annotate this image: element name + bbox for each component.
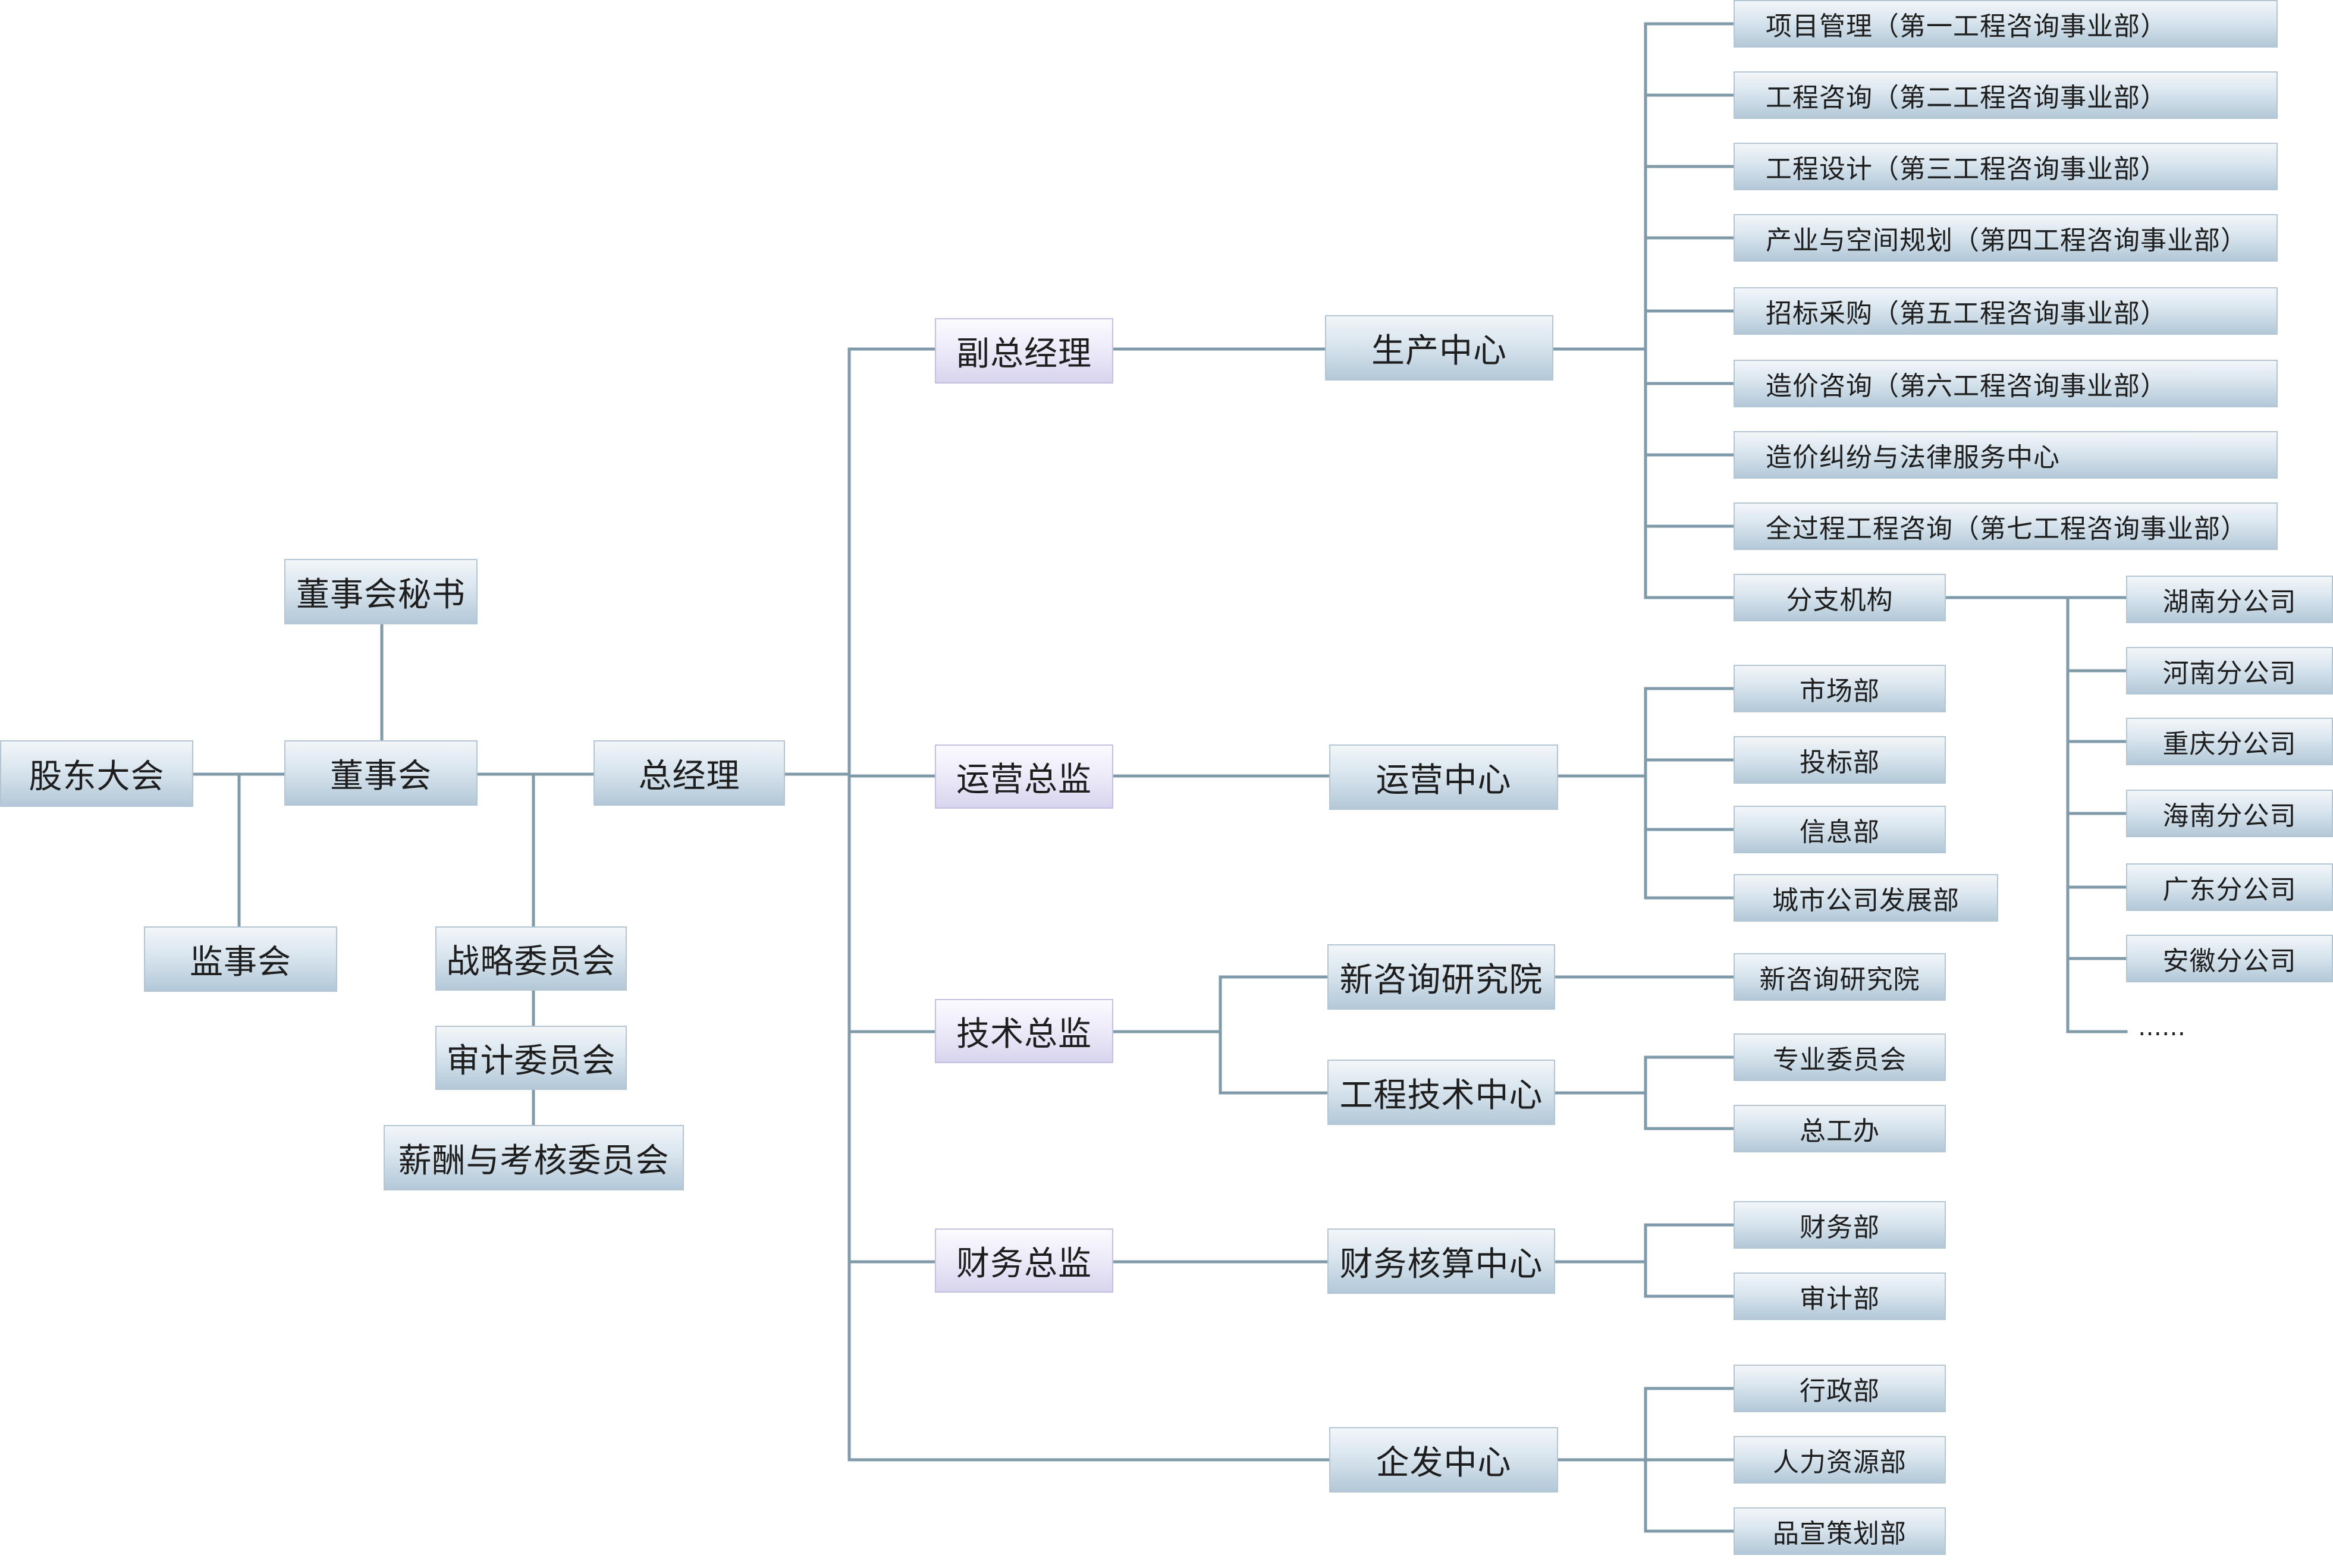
admin-dept-box: 行政部: [1734, 1365, 1946, 1412]
new-consult-institute-leaf-box: 新咨询研究院: [1734, 953, 1946, 1001]
prod-dept-7-box: 造价纠纷与法律服务中心: [1734, 431, 2278, 479]
finance-center-box: 财务核算中心: [1327, 1228, 1555, 1294]
expert-committee-box: 专业委员会: [1734, 1033, 1946, 1081]
production-center-box: 生产中心: [1325, 315, 1553, 381]
prod-dept-1-box: 项目管理（第一工程咨询事业部）: [1734, 0, 2278, 48]
branch-hunan-box: 湖南分公司: [2126, 576, 2333, 623]
branch-more-text: ……: [2138, 1014, 2186, 1041]
finance-dept-box: 财务部: [1734, 1201, 1946, 1249]
finance-director-box: 财务总监: [935, 1228, 1113, 1293]
branch-anhui-box: 安徽分公司: [2126, 935, 2333, 982]
hr-dept-box: 人力资源部: [1734, 1436, 1946, 1484]
branches-box: 分支机构: [1734, 574, 1946, 621]
market-dept-box: 市场部: [1734, 665, 1946, 712]
prod-dept-5-box: 招标采购（第五工程咨询事业部）: [1734, 287, 2278, 335]
prod-dept-3-box: 工程设计（第三工程咨询事业部）: [1734, 143, 2278, 190]
tech-director-box: 技术总监: [935, 999, 1113, 1063]
audit-dept-box: 审计部: [1734, 1272, 1946, 1320]
supervisors-box: 监事会: [144, 926, 337, 992]
branch-henan-box: 河南分公司: [2126, 647, 2333, 695]
audit-committee-box: 审计委员会: [435, 1026, 627, 1090]
prod-dept-8-box: 全过程工程咨询（第七工程咨询事业部）: [1734, 502, 2278, 550]
branch-chongqing-box: 重庆分公司: [2126, 718, 2333, 765]
board-secretary-box: 董事会秘书: [284, 559, 478, 624]
new-consult-institute-box: 新咨询研究院: [1327, 944, 1555, 1010]
board-box: 董事会: [284, 740, 478, 806]
ops-director-box: 运营总监: [935, 744, 1113, 809]
eng-tech-center-box: 工程技术中心: [1327, 1060, 1555, 1125]
strategy-committee-box: 战略委员会: [435, 926, 627, 991]
prod-dept-4-box: 产业与空间规划（第四工程咨询事业部）: [1734, 214, 2278, 262]
ops-center-box: 运营中心: [1329, 744, 1558, 810]
branch-guangdong-box: 广东分公司: [2126, 863, 2333, 911]
deputy-gm-box: 副总经理: [935, 318, 1113, 384]
bid-dept-box: 投标部: [1734, 736, 1946, 784]
quality-dept-box: 品宣策划部: [1734, 1507, 1946, 1555]
info-dept-box: 信息部: [1734, 806, 1946, 853]
chief-engineer-office-box: 总工办: [1734, 1105, 1946, 1152]
prod-dept-2-box: 工程咨询（第二工程咨询事业部）: [1734, 71, 2278, 119]
enterprise-center-box: 企发中心: [1329, 1427, 1558, 1492]
shareholders-box: 股东大会: [0, 740, 193, 807]
gm-box: 总经理: [594, 740, 785, 806]
pay-committee-box: 薪酬与考核委员会: [384, 1125, 684, 1190]
city-dev-dept-box: 城市公司发展部: [1734, 874, 1998, 922]
prod-dept-6-box: 造价咨询（第六工程咨询事业部）: [1734, 360, 2278, 407]
branch-hainan-box: 海南分公司: [2126, 790, 2333, 837]
